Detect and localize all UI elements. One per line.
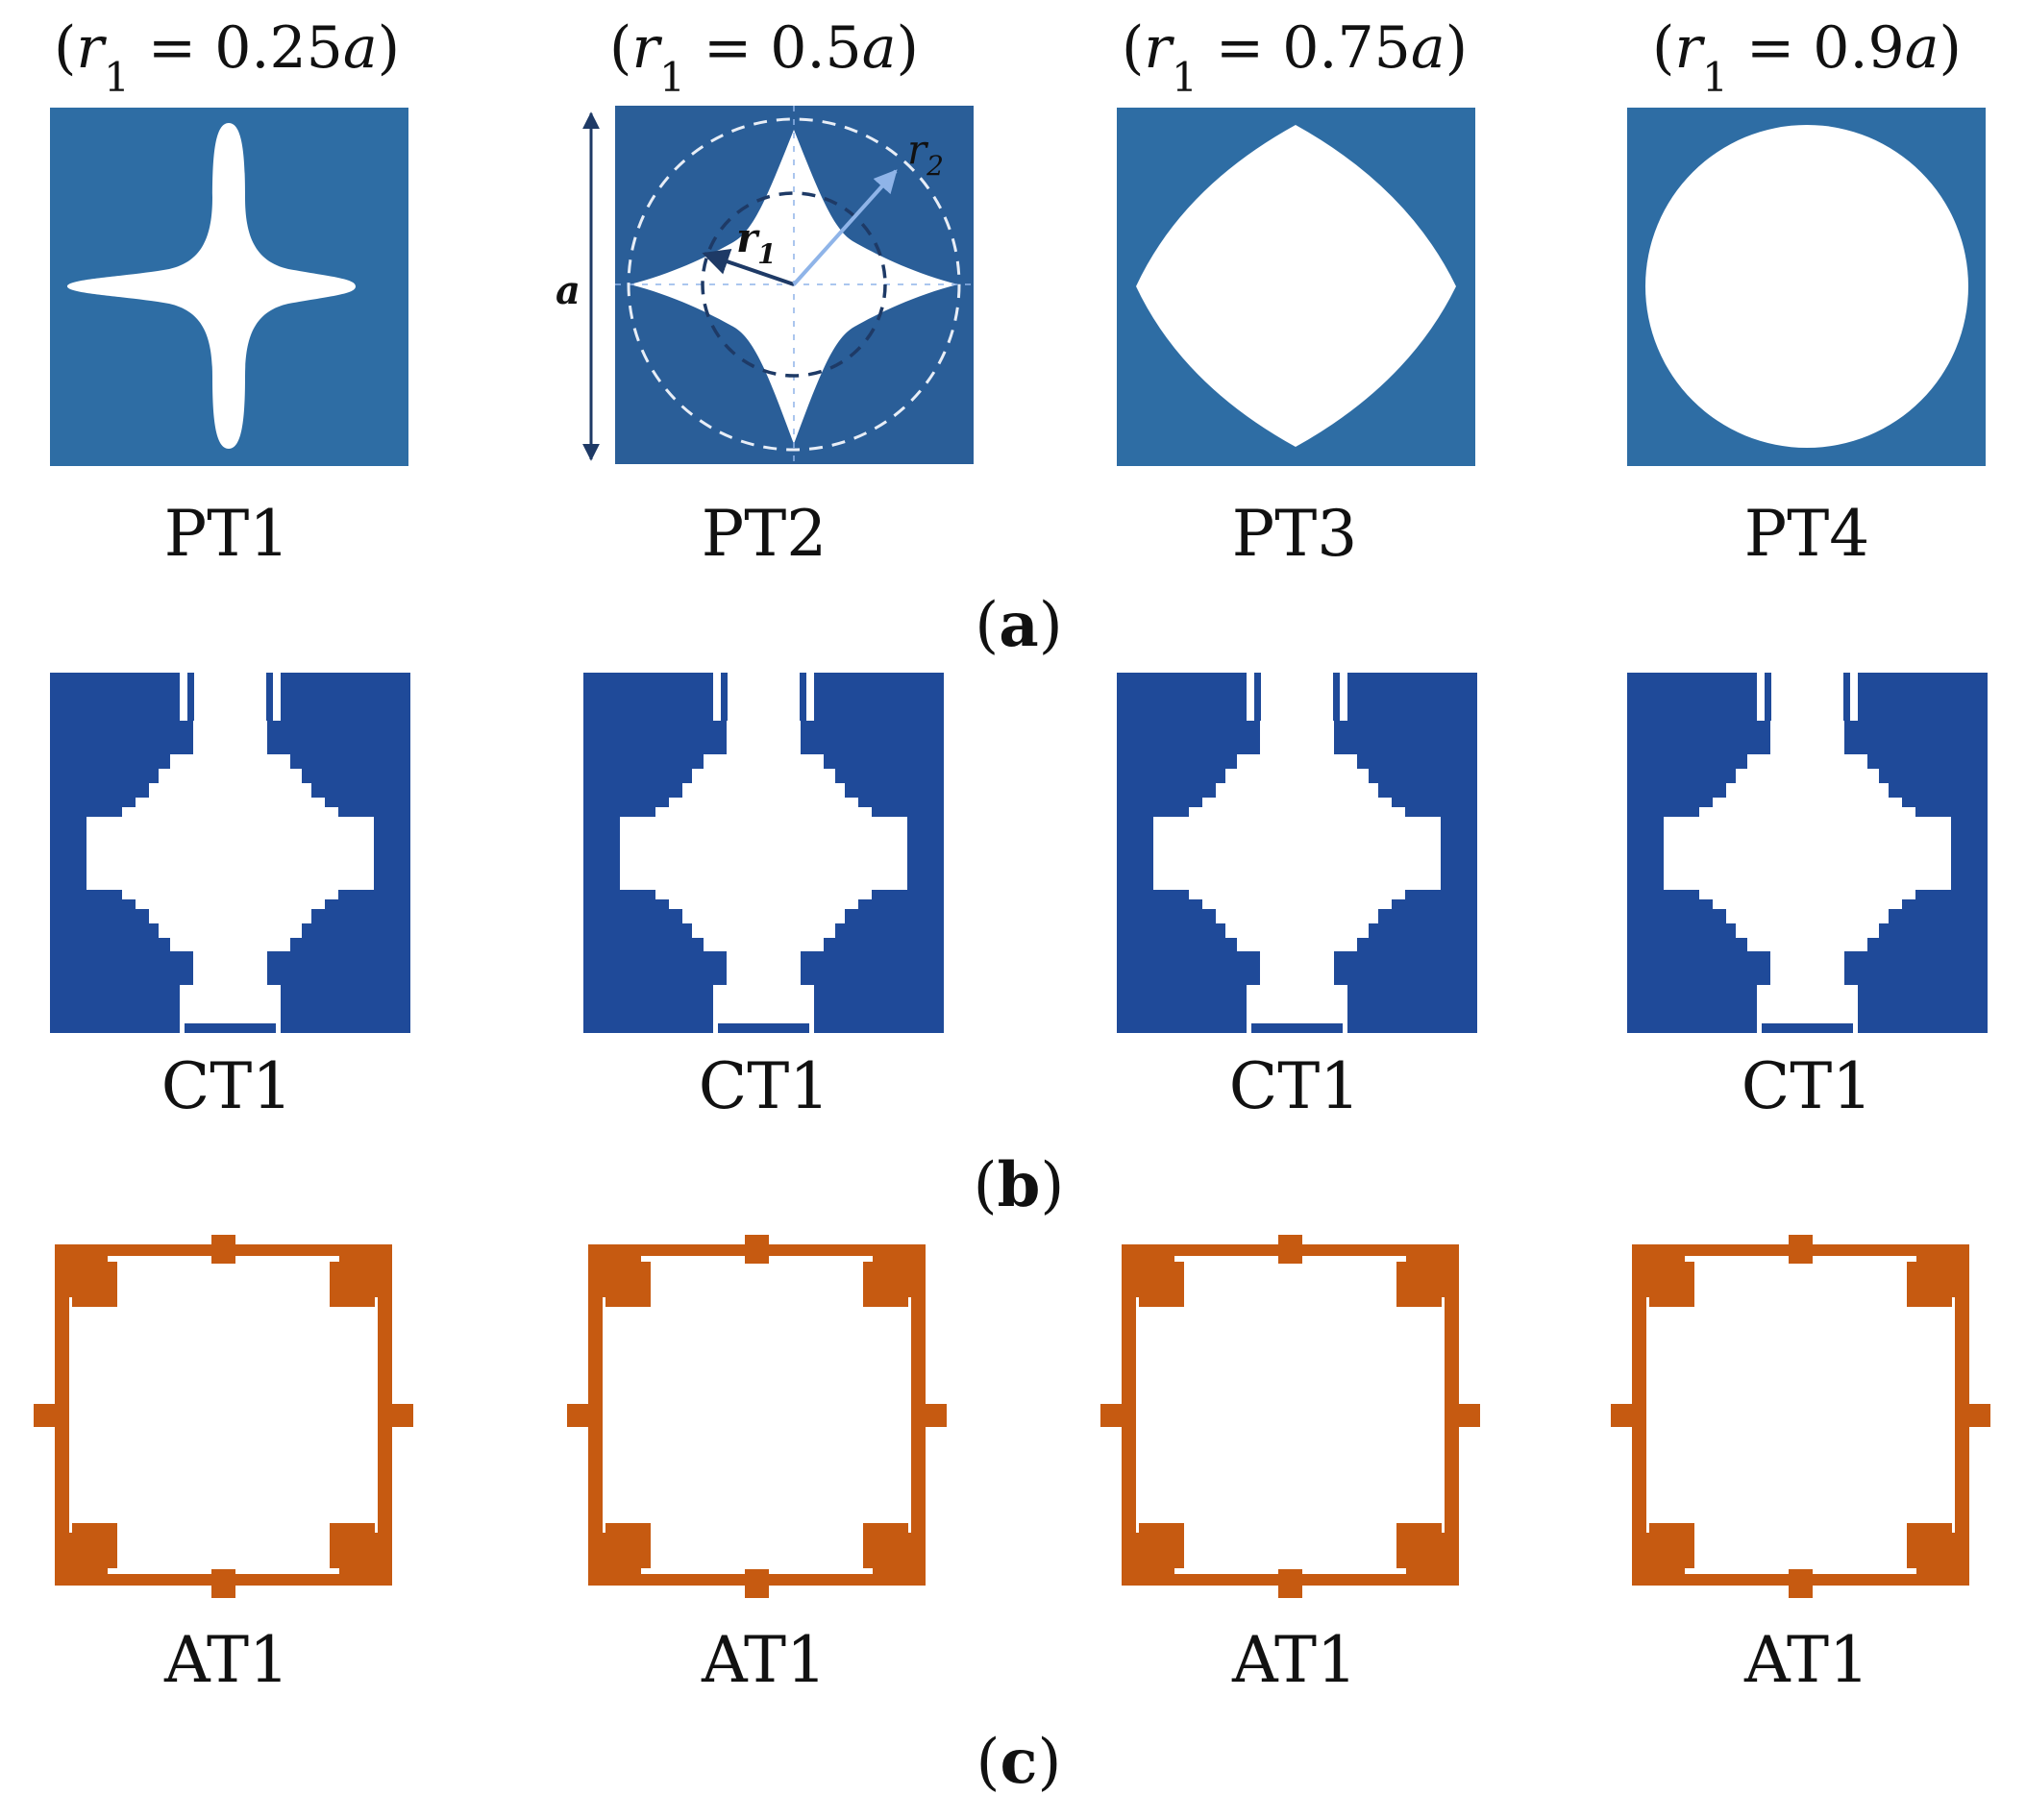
at1-label-4: AT1 [1743,1623,1869,1697]
caption-a: (a) [975,589,1062,661]
ct1-unit-cell-4 [1627,673,1988,1033]
param-label-pt4: (r1 = 0.9a) [1652,14,1962,101]
param-label-pt2: (r1 = 0.5a) [609,14,919,101]
at1-label-1: AT1 [163,1623,289,1697]
ct1-label-4: CT1 [1742,1049,1873,1123]
ct1-unit-cell-2 [583,673,944,1033]
at1-label-3: AT1 [1231,1623,1357,1697]
ct1-unit-cell-1 [50,673,410,1033]
pt2-side-label: a [556,268,581,313]
ct1-label-2: CT1 [699,1049,830,1123]
pt2-r1-label: r1 [736,214,777,270]
ct1-unit-cell-3 [1117,673,1477,1033]
pt2-unit-cell: a r1 r2 [556,106,974,464]
at1-label-2: AT1 [701,1623,827,1697]
param-label-pt1: (r1 = 0.25a) [54,14,400,101]
ct1-label-1: CT1 [161,1049,293,1123]
pt3-label: PT3 [1232,497,1357,571]
pt4-label: PT4 [1744,497,1869,571]
at1-unit-cell-1 [34,1235,413,1598]
at1-unit-cell-4 [1611,1235,1990,1598]
pt1-label: PT1 [164,497,289,571]
caption-b: (b) [974,1149,1065,1221]
pt1-unit-cell [50,108,408,466]
param-label-pt3: (r1 = 0.75a) [1122,14,1468,101]
pt2-r2-label: r2 [907,126,944,182]
at1-unit-cell-2 [567,1235,947,1598]
pt2-label: PT2 [702,497,827,571]
pt3-unit-cell [1117,108,1475,466]
ct1-label-3: CT1 [1229,1049,1361,1123]
at1-unit-cell-3 [1100,1235,1480,1598]
caption-c: (c) [976,1726,1062,1798]
pt4-unit-cell [1627,108,1986,466]
